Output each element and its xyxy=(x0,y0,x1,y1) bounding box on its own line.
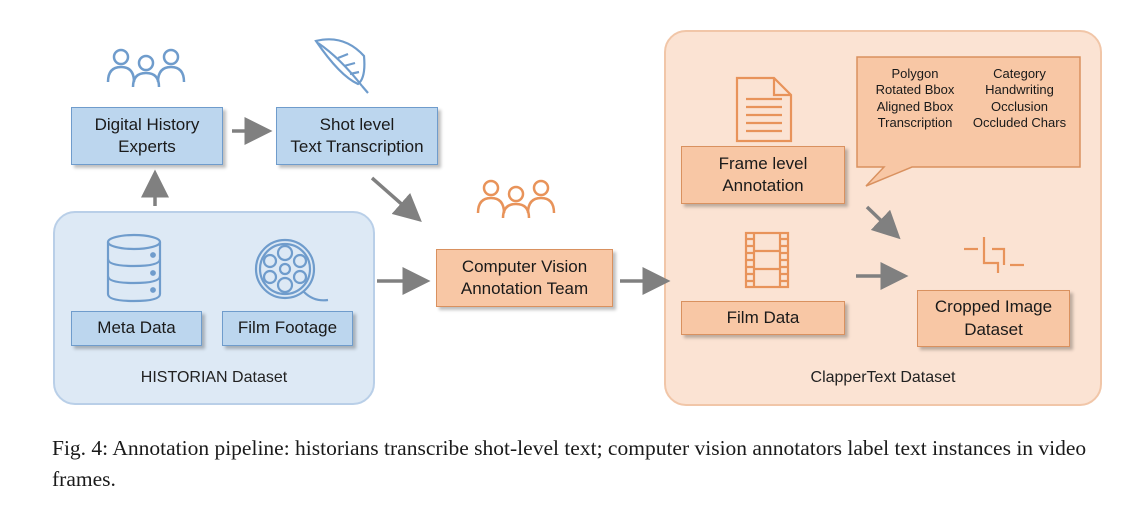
people-icon xyxy=(106,48,186,88)
callout-attr-transcription: Transcription xyxy=(877,114,953,130)
callout-attr-rotated-bbox: Rotated Bbox xyxy=(875,82,955,98)
digital-history-experts-node: Digital History Experts xyxy=(71,107,223,165)
callout-attr-category: Category xyxy=(993,66,1046,81)
historian-dataset-region xyxy=(53,211,375,405)
callout-attr-aligned-bbox: Aligned Bbox xyxy=(876,98,954,114)
callout-attr-handwriting: Handwriting xyxy=(985,82,1054,98)
callout-attr-occluded-chars: Occluded Chars xyxy=(972,114,1067,130)
film-footage-node: Film Footage xyxy=(222,311,353,346)
callout-left-column: Polygon Rotated Bbox Aligned Bbox Transc… xyxy=(860,66,970,131)
callout-right-column: Category Handwriting Occlusion Occluded … xyxy=(962,66,1077,131)
annotation-callout-bubble xyxy=(856,56,1081,187)
shot-level-transcription-node: Shot level Text Transcription xyxy=(276,107,438,165)
people-icon xyxy=(476,179,556,219)
historian-dataset-label: HISTORIAN Dataset xyxy=(140,369,288,386)
crop-icon xyxy=(964,237,1024,273)
cv-annotation-team-node: Computer Vision Annotation Team xyxy=(436,249,613,307)
cropped-image-dataset-node: Cropped Image Dataset xyxy=(917,290,1070,347)
clappertext-dataset-label: ClapperText Dataset xyxy=(810,369,956,386)
film-reel-icon xyxy=(254,238,329,302)
callout-attr-polygon: Polygon xyxy=(891,66,939,81)
arrow-frame-to-cropped xyxy=(865,205,901,240)
meta-data-node: Meta Data xyxy=(71,311,202,346)
document-icon xyxy=(735,76,793,143)
film-data-node: Film Data xyxy=(681,301,845,335)
frame-level-annotation-node: Frame level Annotation xyxy=(681,146,845,204)
database-icon xyxy=(106,233,162,303)
callout-attr-occlusion: Occlusion xyxy=(990,98,1049,114)
figure-caption: Fig. 4: Annotation pipeline: historians … xyxy=(52,436,1087,492)
film-strip-icon xyxy=(744,231,790,289)
quill-icon xyxy=(314,38,369,94)
arrow-transcription-to-team xyxy=(370,176,422,222)
